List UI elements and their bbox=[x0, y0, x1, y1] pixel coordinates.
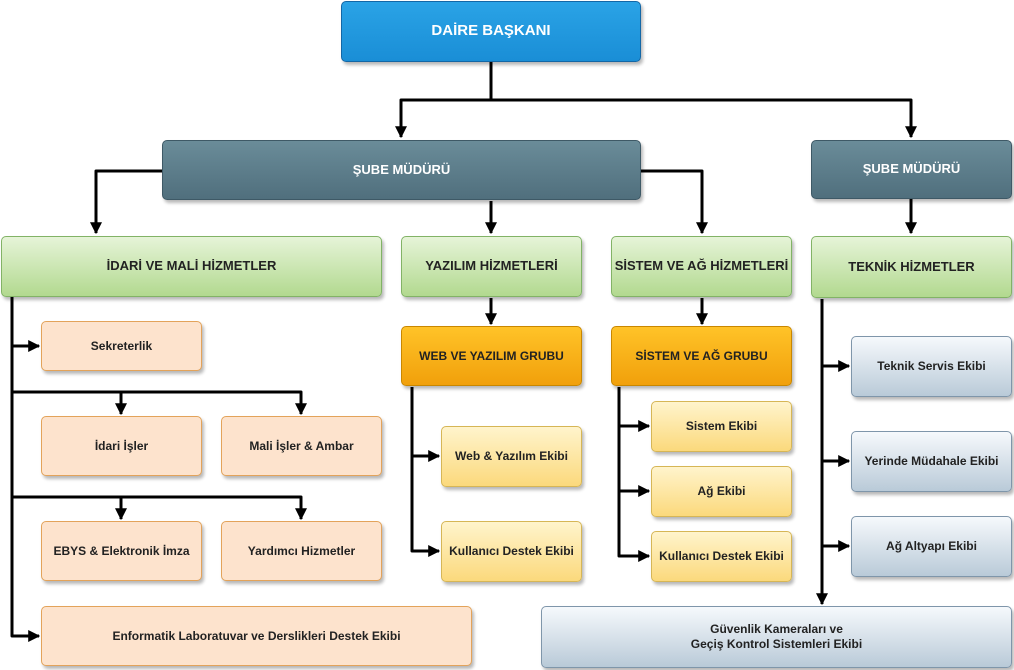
connector-to-manager-1 bbox=[395, 98, 491, 139]
connector-to-finance-depot bbox=[121, 390, 307, 416]
user-support-software-label: Kullanıcı Destek Ekibi bbox=[449, 544, 574, 558]
secretariat-node[interactable]: Sekreterlik bbox=[41, 321, 202, 371]
network-infra-label: Ağ Altyapı Ekibi bbox=[886, 539, 977, 553]
security-node[interactable]: Güvenlik Kameraları ve Geçiş Kontrol Sis… bbox=[541, 606, 1012, 668]
software-label: YAZILIM HİZMETLERİ bbox=[425, 258, 558, 274]
user-support-network-label: Kullanıcı Destek Ekibi bbox=[659, 549, 784, 563]
web-software-group-label: WEB VE YAZILIM GRUBU bbox=[419, 348, 564, 363]
onsite-response-label: Yerinde Müdahale Ekibi bbox=[864, 454, 999, 468]
auxiliary-node[interactable]: Yardımcı Hizmetler bbox=[221, 521, 382, 581]
tech-service-node[interactable]: Teknik Servis Ekibi bbox=[851, 336, 1012, 397]
connector-admin-trunk bbox=[10, 297, 41, 642]
auxiliary-label: Yardımcı Hizmetler bbox=[247, 543, 356, 558]
web-software-team-node[interactable]: Web & Yazılım Ekibi bbox=[441, 426, 582, 487]
manager-node-1[interactable]: ŞUBE MÜDÜRÜ bbox=[162, 140, 641, 200]
web-software-team-label: Web & Yazılım Ekibi bbox=[455, 449, 568, 463]
manager-1-label: ŞUBE MÜDÜRÜ bbox=[352, 161, 451, 177]
tech-service-label: Teknik Servis Ekibi bbox=[877, 359, 986, 373]
connector-to-admin-finance bbox=[90, 169, 163, 235]
connector-web-trunk bbox=[410, 387, 441, 557]
software-node[interactable]: YAZILIM HİZMETLERİ bbox=[401, 236, 582, 297]
system-network-group-label: SİSTEM VE AĞ GRUBU bbox=[635, 348, 768, 363]
network-team-label: Ağ Ekibi bbox=[697, 484, 746, 498]
technical-label: TEKNİK HİZMETLER bbox=[848, 258, 975, 274]
network-infra-node[interactable]: Ağ Altyapı Ekibi bbox=[851, 516, 1012, 577]
connector-to-auxiliary bbox=[121, 495, 307, 521]
finance-depot-node[interactable]: Mali İşler & Ambar bbox=[221, 416, 382, 476]
system-network-group-node[interactable]: SİSTEM VE AĞ GRUBU bbox=[611, 326, 792, 386]
ebys-node[interactable]: EBYS & Elektronik İmza bbox=[41, 521, 202, 581]
user-support-software-node[interactable]: Kullanıcı Destek Ekibi bbox=[441, 521, 582, 582]
ebys-label: EBYS & Elektronik İmza bbox=[53, 543, 190, 558]
admin-finance-label: İDARİ VE MALİ HİZMETLER bbox=[106, 258, 277, 274]
web-software-group-node[interactable]: WEB VE YAZILIM GRUBU bbox=[401, 326, 582, 386]
security-label-line-1: Güvenlik Kameraları ve bbox=[710, 622, 843, 636]
system-network-label: SİSTEM VE AĞ HİZMETLERİ bbox=[614, 258, 789, 274]
system-team-node[interactable]: Sistem Ekibi bbox=[651, 401, 792, 452]
head-label: DAİRE BAŞKANI bbox=[431, 22, 551, 40]
onsite-response-node[interactable]: Yerinde Müdahale Ekibi bbox=[851, 431, 1012, 492]
network-team-node[interactable]: Ağ Ekibi bbox=[651, 466, 792, 517]
manager-node-2[interactable]: ŞUBE MÜDÜRÜ bbox=[811, 140, 1012, 199]
it-labs-node[interactable]: Enformatik Laboratuvar ve Derslikleri De… bbox=[41, 606, 472, 666]
admin-affairs-label: İdari İşler bbox=[94, 438, 149, 453]
connector-system-trunk bbox=[617, 387, 651, 562]
system-network-node[interactable]: SİSTEM VE AĞ HİZMETLERİ bbox=[611, 236, 792, 297]
user-support-network-node[interactable]: Kullanıcı Destek Ekibi bbox=[651, 531, 792, 582]
system-team-label: Sistem Ekibi bbox=[685, 419, 758, 433]
finance-depot-label: Mali İşler & Ambar bbox=[249, 438, 354, 453]
security-label-line-2: Geçiş Kontrol Sistemleri Ekibi bbox=[690, 637, 863, 651]
connector-to-system-network bbox=[640, 169, 708, 235]
secretariat-label: Sekreterlik bbox=[90, 338, 153, 353]
admin-finance-node[interactable]: İDARİ VE MALİ HİZMETLER bbox=[1, 236, 382, 297]
connector-to-manager-2 bbox=[491, 98, 917, 139]
manager-2-label: ŞUBE MÜDÜRÜ bbox=[862, 161, 961, 177]
admin-affairs-node[interactable]: İdari İşler bbox=[41, 416, 202, 476]
head-node[interactable]: DAİRE BAŞKANI bbox=[341, 1, 641, 62]
it-labs-label: Enformatik Laboratuvar ve Derslikleri De… bbox=[112, 628, 401, 643]
technical-node[interactable]: TEKNİK HİZMETLER bbox=[811, 236, 1012, 298]
